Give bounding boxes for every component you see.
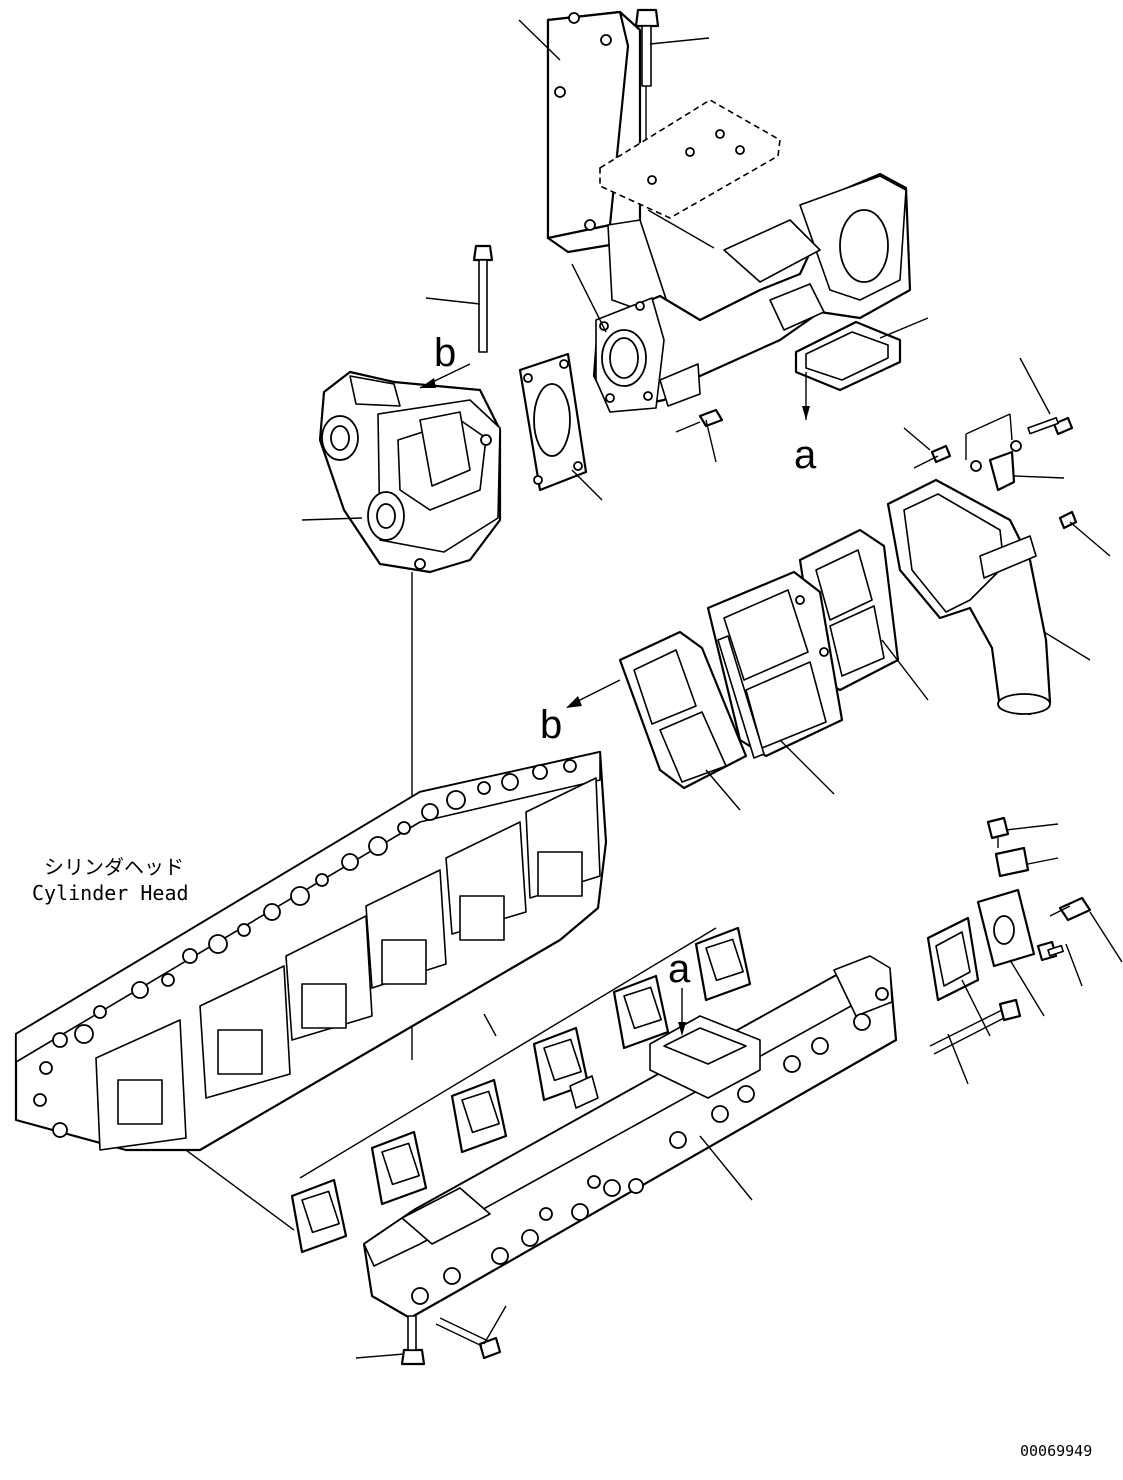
drawing-number: 00069949 <box>1020 1442 1092 1460</box>
gasket-plate-dashed <box>599 99 781 219</box>
gasket-front <box>618 630 748 811</box>
ref-label-b-middle: b <box>540 703 562 747</box>
turbocharger-bolt <box>425 244 494 353</box>
manifold-gaskets <box>185 926 752 1254</box>
arrow-b-middle <box>566 679 621 708</box>
ref-label-a-top: a <box>794 433 817 477</box>
cylinder-head-label-jp: シリンダヘッド <box>44 855 184 879</box>
sensor-mount-plate <box>976 888 1045 1017</box>
temperature-sensor <box>1049 896 1123 963</box>
cylinder-head-label: シリンダヘッド Cylinder Head <box>32 855 189 905</box>
arrow-a-bottom <box>678 988 686 1036</box>
manifold-long-bolt <box>929 998 1022 1085</box>
gasket-rear <box>798 528 929 701</box>
turbo-gasket <box>518 352 603 501</box>
arrow-b-top <box>420 378 436 388</box>
bottom-bolts <box>355 1305 507 1366</box>
exhaust-connector-housing <box>592 172 912 413</box>
heat-exchanger <box>706 570 844 795</box>
arrow-a-top <box>802 406 810 420</box>
sensor-connector <box>994 846 1059 878</box>
exhaust-manifold <box>362 955 898 1320</box>
bolt-and-washer-set <box>903 357 1111 557</box>
cylinder-head-label-en: Cylinder Head <box>32 881 189 905</box>
small-bolt-top-right <box>986 816 1059 848</box>
flange-gasket <box>926 916 991 1037</box>
turbocharger <box>318 370 502 574</box>
mounting-bolt-right <box>1036 940 1083 987</box>
flange-bolt-small <box>675 408 724 433</box>
ref-label-a-bottom: a <box>668 947 691 991</box>
ref-label-b-top: b <box>434 331 456 375</box>
leader-lines-top <box>518 19 715 249</box>
exhaust-elbow-pipe <box>886 478 1091 716</box>
cylinder-head-assembly <box>14 750 608 1152</box>
square-gasket-right <box>794 320 902 392</box>
